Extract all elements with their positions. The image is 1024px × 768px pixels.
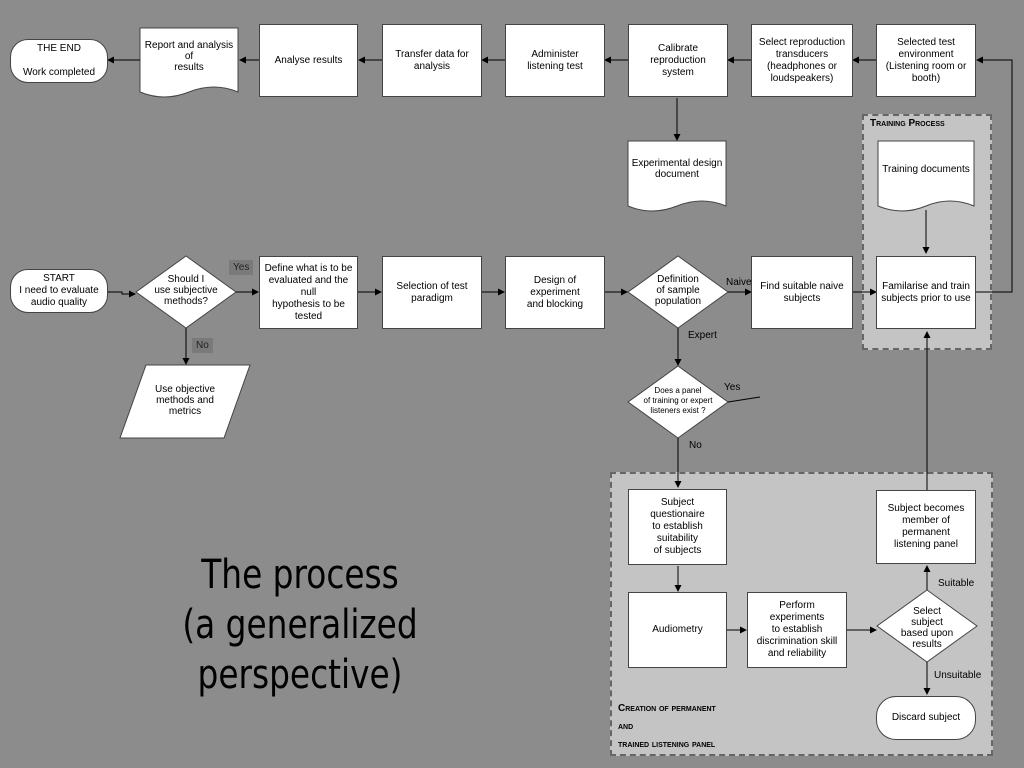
training-document-shape [877,140,975,212]
design-blocking-box: Design of experiment and blocking [505,256,605,329]
end-terminal: THE END Work completed [10,39,108,83]
training-process-title: Training Process [870,118,945,129]
connector-lines [107,56,1013,695]
yes-label-1: Yes [229,260,254,275]
transfer-data-box: Transfer data for analysis [382,24,482,97]
no-label-2: No [689,440,702,451]
start-terminal: START I need to evaluate audio quality [10,269,108,313]
exp-design-document-shape [627,140,727,212]
experimental-design-document: Experimental design document [631,158,723,180]
becomes-member-box: Subject becomes member of permanent list… [876,490,976,564]
define-hypothesis-box: Define what is to be evaluated and the n… [259,256,358,329]
selection-paradigm-box: Selection of test paradigm [382,256,482,329]
analyse-results-box: Analyse results [259,24,358,97]
report-document-shape [139,27,239,98]
perform-experiments-box: Perform experiments to establish discrim… [747,592,847,668]
report-analysis-document: Report and analysis of results [144,40,234,73]
unsuitable-label: Unsuitable [934,670,982,681]
slide-title: The process (a generalized perspective) [182,552,418,698]
naive-label: Naive [726,277,752,288]
discard-subject-terminal: Discard subject [876,696,976,740]
familiarise-train-box: Familarise and train subjects prior to u… [876,256,976,329]
select-transducers-box: Select reproduction transducers (headpho… [751,24,853,97]
definition-population-decision: Definition of sample population [654,274,702,307]
subject-questionnaire-box: Subject questionaire to establish suitab… [628,489,727,565]
should-use-subjective-decision: Should I use subjective methods? [154,274,218,307]
use-objective-parallelogram [119,364,251,439]
use-objective-methods: Use objective methods and metrics [154,384,216,417]
administer-test-box: Administer listening test [505,24,605,97]
panel-creation-title: Creation of permanent and trained listen… [618,703,716,750]
suitable-label: Suitable [938,578,975,589]
test-environment-box: Selected test environment (Listening roo… [876,24,976,97]
panel-exists-decision: Does a panel of training or expert liste… [643,386,713,415]
select-subject-decision: Select subject based upon results [900,606,954,650]
yes-label-2: Yes [724,382,741,393]
training-documents: Training documents [882,164,970,175]
find-naive-box: Find suitable naive subjects [751,256,853,329]
calibrate-system-box: Calibrate reproduction system [628,24,728,97]
no-label-1: No [192,338,213,353]
expert-label: Expert [688,330,717,341]
audiometry-box: Audiometry [628,592,727,668]
